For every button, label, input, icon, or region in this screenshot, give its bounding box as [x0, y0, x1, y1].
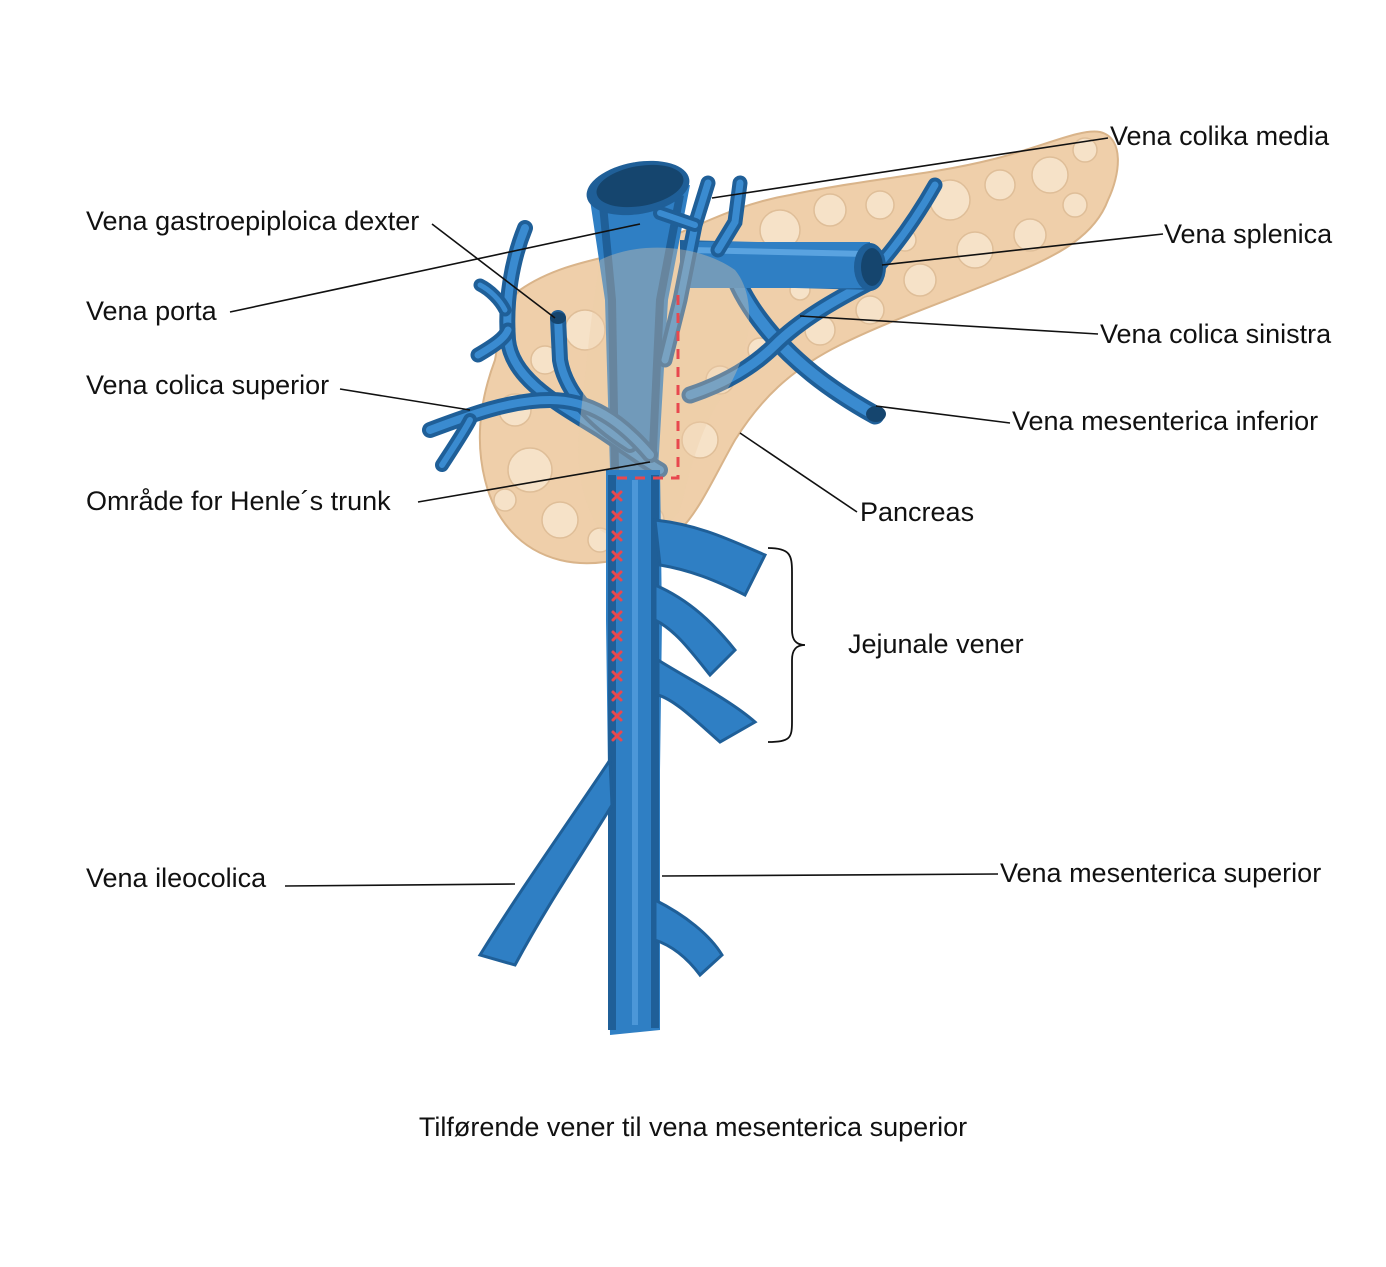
leader-mesenterica-inferior [875, 405, 1011, 424]
label-pancreas: Pancreas [860, 497, 975, 527]
label-mesenterica-superior: Vena mesenterica superior [1000, 858, 1322, 888]
label-splenica: Vena splenica [1164, 219, 1333, 249]
label-colika-media: Vena colika media [1110, 121, 1330, 151]
label-ileocolica: Vena ileocolica [86, 863, 267, 893]
leader-pancreas [739, 432, 858, 513]
left-tributaries [422, 220, 668, 478]
portal-vein [586, 160, 690, 471]
ligation-markers [611, 490, 623, 742]
leader-lines [229, 137, 1164, 887]
leader-gastroepiploica [431, 223, 556, 319]
label-jejunale: Jejunale vener [848, 629, 1024, 659]
figure-caption: Tilførende vener til vena mesenterica su… [418, 1112, 968, 1142]
label-colica-sinistra: Vena colica sinistra [1100, 319, 1332, 349]
label-henle: Område for Henle´s trunk [86, 486, 391, 516]
jejunal-bracket [767, 547, 806, 743]
label-porta: Vena porta [86, 296, 217, 326]
label-colica-superior: Vena colica superior [86, 370, 330, 400]
leader-colica-superior [339, 388, 471, 411]
leader-colica-sinistra [799, 315, 1099, 335]
pancreas-overlay [578, 247, 750, 539]
upper-tributaries [653, 175, 748, 368]
pancreas-organ [478, 130, 1119, 565]
jejunal-veins [653, 518, 768, 744]
label-mesenterica-inferior: Vena mesenterica inferior [1012, 406, 1319, 436]
leader-mesenterica-superior [661, 873, 999, 877]
henle-trunk-marker [611, 295, 680, 742]
leader-porta [229, 223, 641, 313]
leader-henle [417, 461, 651, 503]
leader-splenica [881, 233, 1164, 266]
ileocolic-vein [477, 755, 724, 978]
leader-colika-media [711, 137, 1109, 199]
label-gastroepiploica: Vena gastroepiploica dexter [86, 206, 420, 236]
leader-ileocolica [284, 883, 516, 887]
